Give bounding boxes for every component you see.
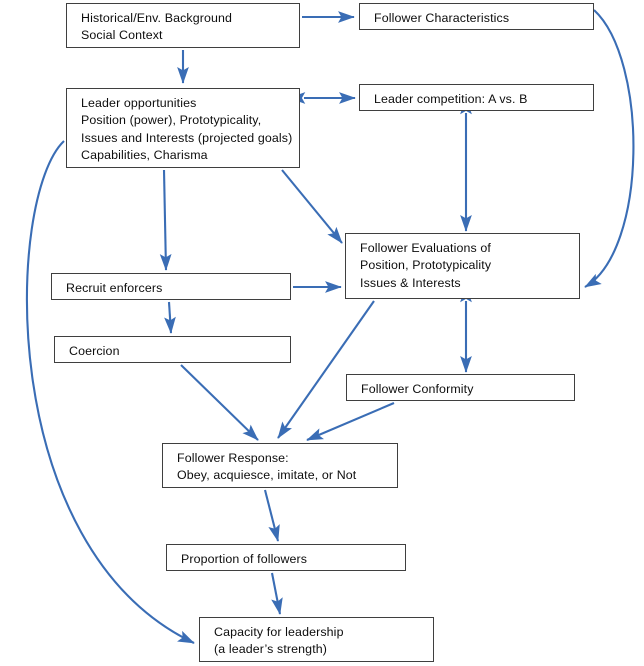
edge-coercion-to-follower-response <box>180 364 259 441</box>
node-leader-opportunities-line: Position (power), Prototypicality, <box>81 113 262 128</box>
node-coercion[interactable]: Coercion <box>54 336 291 363</box>
node-follower-conformity[interactable]: Follower Conformity <box>346 374 575 401</box>
node-proportion-of-followers[interactable]: Proportion of followers <box>166 544 406 571</box>
edge-proportion-to-capacity <box>270 572 283 615</box>
node-recruit-enforcers-line: Recruit enforcers <box>66 281 163 295</box>
node-follower-evaluations[interactable]: Follower Evaluations of Position, Prototy… <box>345 233 580 299</box>
node-leader-competition-line: Leader competition: A vs. B <box>374 92 528 106</box>
node-follower-response-line: Follower Response: <box>177 451 289 465</box>
edge-recruit-enforcers-to-coercion <box>164 301 176 334</box>
edge-follower-characteristics-to-follower-evaluations <box>584 9 635 288</box>
node-leader-opportunities-line: Leader opportunities <box>81 96 197 110</box>
edge-leader-opportunities-to-recruit-enforcers <box>159 169 172 271</box>
node-capacity-for-leadership[interactable]: Capacity for leadership (a leader’s stren… <box>199 617 434 662</box>
node-follower-characteristics-line: Follower Characteristics <box>374 11 510 25</box>
node-leader-competition[interactable]: Leader competition: A vs. B <box>359 84 594 111</box>
node-leader-opportunities-line: Capabilities, Charisma <box>81 148 208 163</box>
node-capacity-for-leadership-line: Capacity for leadership <box>214 625 344 639</box>
node-follower-evaluations-line: Issues & Interests <box>360 275 461 290</box>
node-leader-opportunities-line: Issues and Interests (projected goals) <box>81 130 293 145</box>
edge-leader-opportunities-to-capacity <box>25 140 195 644</box>
node-recruit-enforcers[interactable]: Recruit enforcers <box>51 273 291 300</box>
node-historical-line: Historical/Env. Background <box>81 11 233 25</box>
node-coercion-line: Coercion <box>69 344 120 358</box>
node-capacity-for-leadership-line: (a leader’s strength) <box>214 642 328 657</box>
node-proportion-of-followers-line: Proportion of followers <box>181 552 308 566</box>
edge-follower-evaluations-to-follower-response <box>277 300 375 439</box>
node-follower-response-line: Obey, acquiesce, imitate, or Not <box>177 468 357 483</box>
node-historical-line: Social Context <box>81 28 163 43</box>
node-follower-characteristics[interactable]: Follower Characteristics <box>359 3 594 30</box>
node-follower-conformity-line: Follower Conformity <box>361 382 474 396</box>
node-follower-response[interactable]: Follower Response: Obey, acquiesce, imita… <box>162 443 398 488</box>
node-follower-evaluations-line: Position, Prototypicality <box>360 258 492 273</box>
edge-follower-conformity-to-follower-response <box>306 402 395 441</box>
edge-follower-response-to-proportion <box>263 489 280 542</box>
node-follower-evaluations-line: Follower Evaluations of <box>360 241 491 255</box>
edge-leader-opportunities-to-follower-evaluations <box>281 169 343 244</box>
